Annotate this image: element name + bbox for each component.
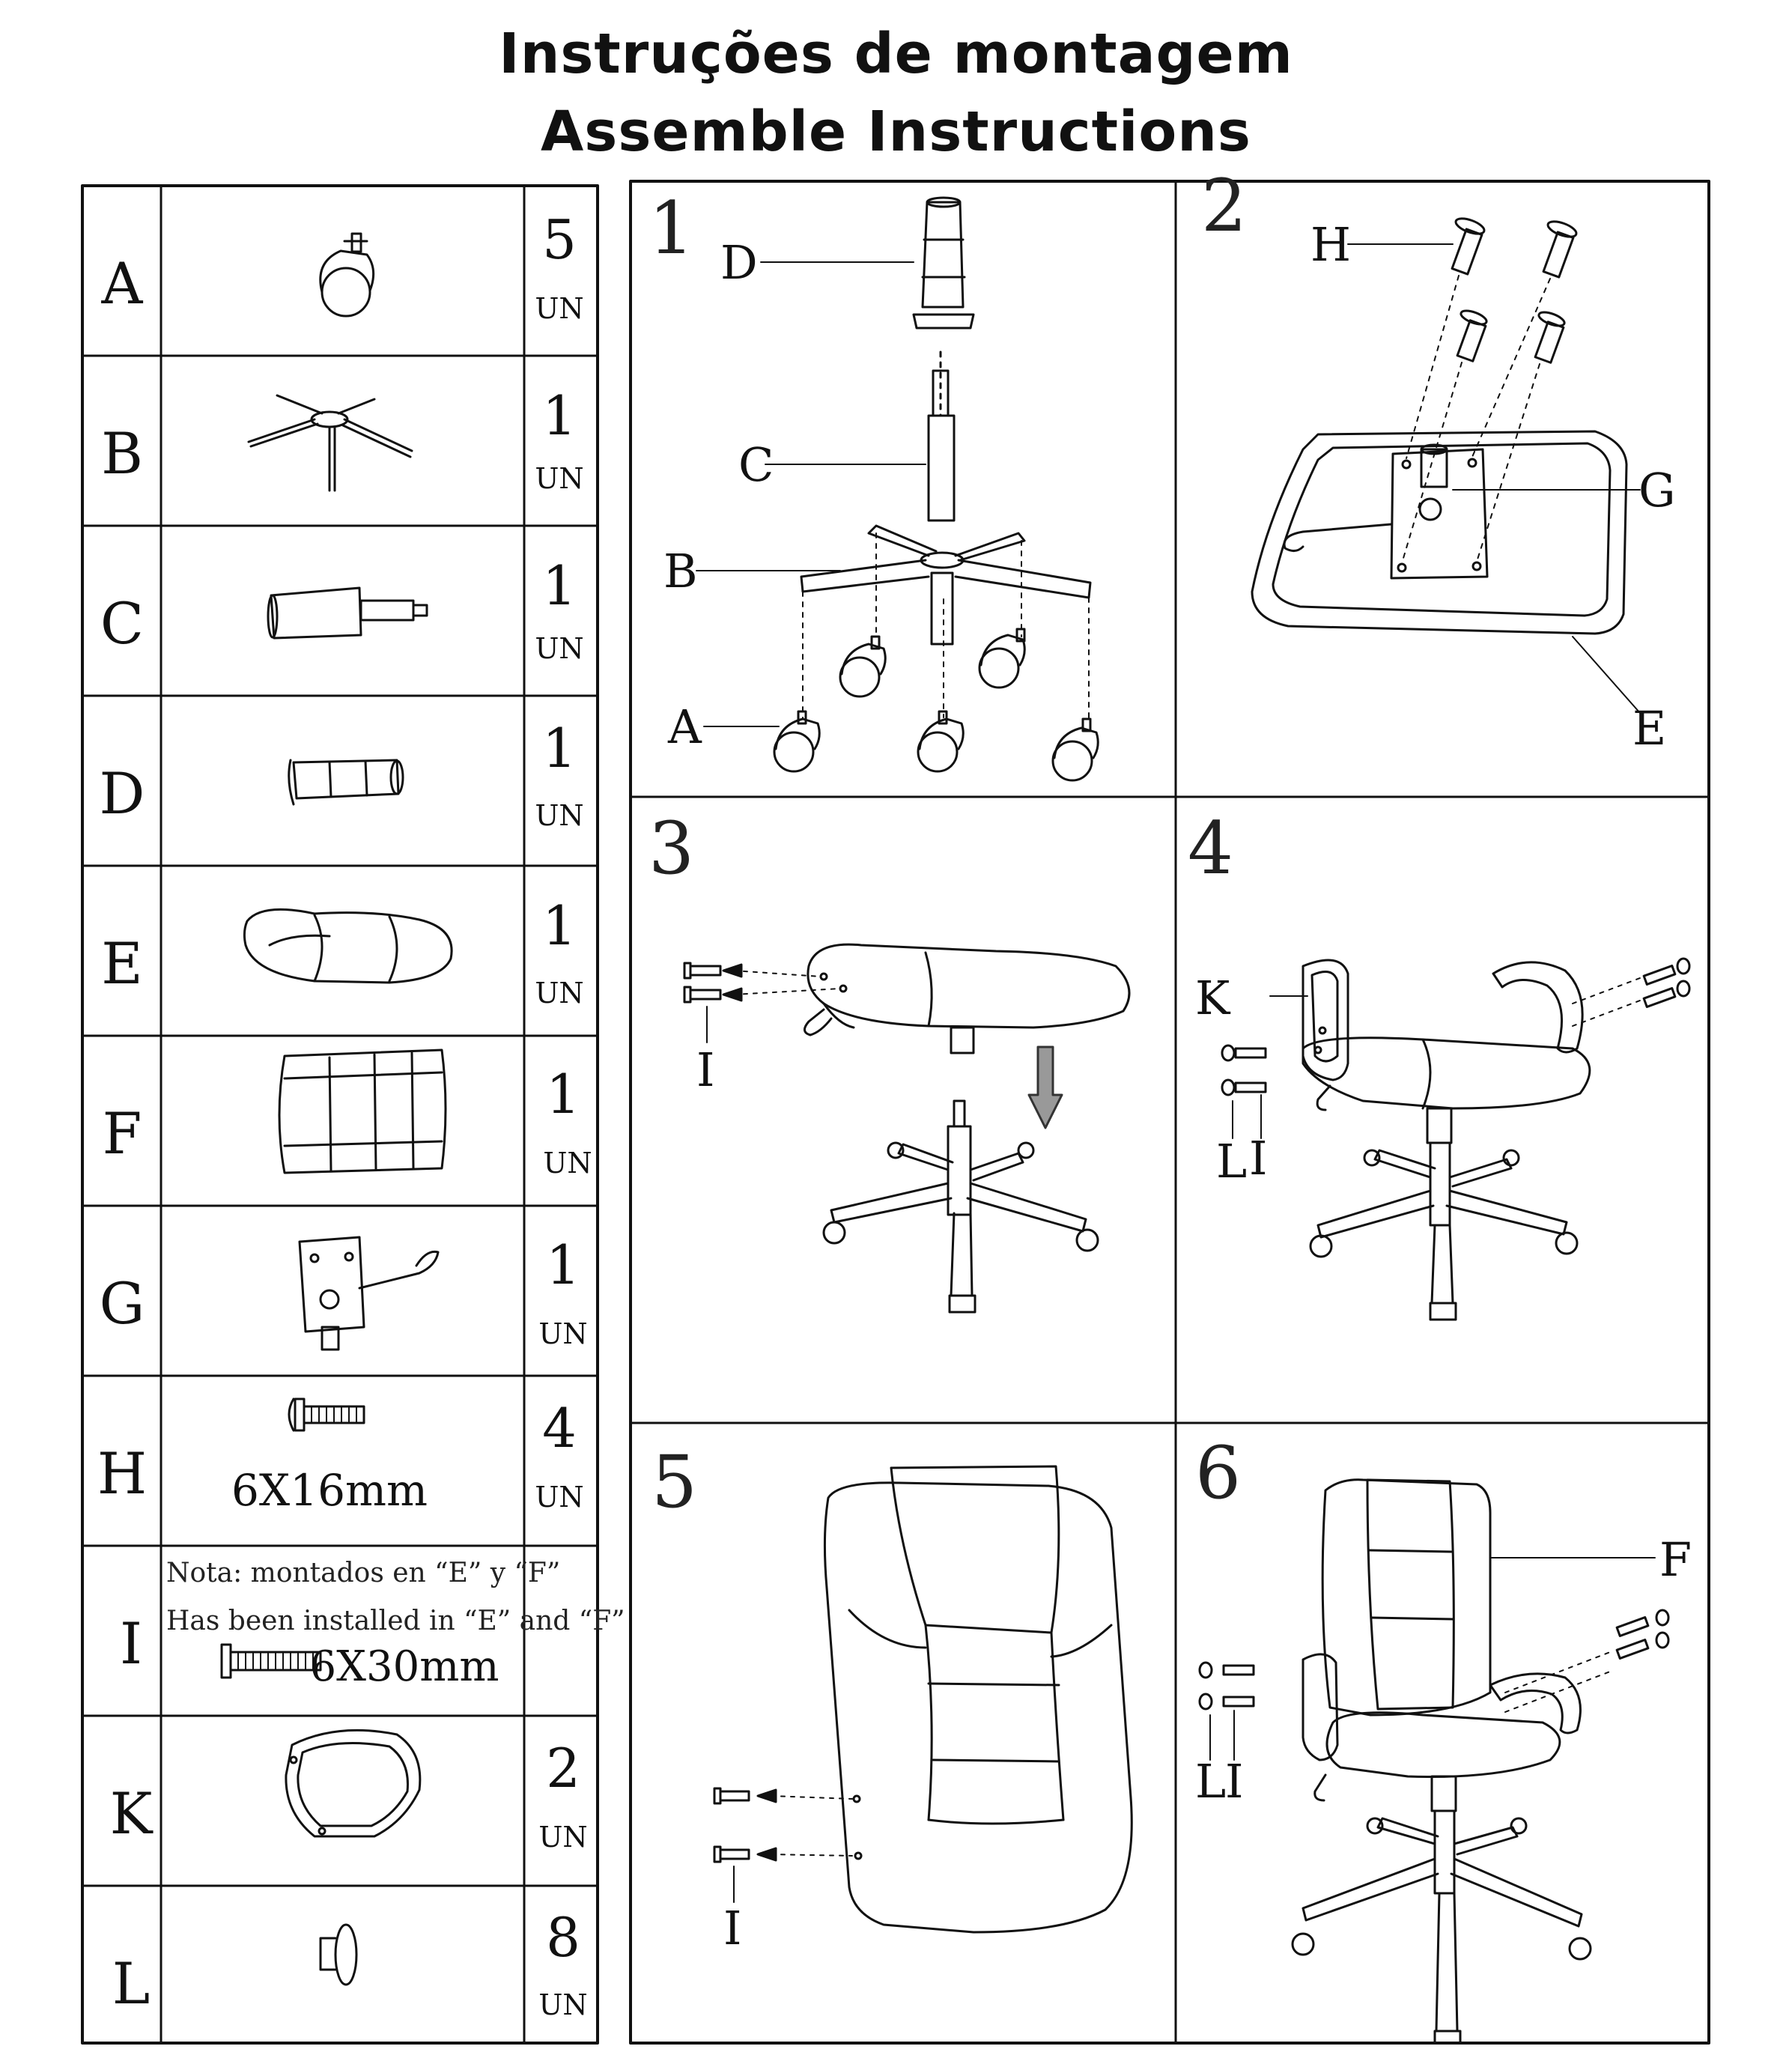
steps-grid (629, 180, 1710, 2045)
step-number: 4 (1188, 807, 1233, 890)
title-block: Instruções de montagem Assemble Instruct… (0, 15, 1792, 171)
part-letter: B (101, 420, 143, 487)
bolt-h-size: 6X16mm (231, 1465, 428, 1516)
part-count: 1 (542, 894, 577, 957)
parts-letters: A B C D E F G H I K L (97, 250, 154, 2017)
step-5-drawing (713, 1465, 1133, 1934)
callout-g: G (1638, 463, 1676, 517)
parts-table (81, 184, 599, 2045)
part-letter: D (100, 760, 145, 827)
callout-a: A (667, 699, 702, 754)
star-base-icon (247, 394, 413, 492)
step-number: 5 (652, 1440, 697, 1524)
part-unit: UN (535, 799, 583, 832)
callout-d: D (720, 235, 758, 290)
part-unit: UN (535, 462, 583, 495)
callout-e: E (1632, 701, 1666, 756)
callout-i: I (1225, 1754, 1244, 1809)
caster-wheel-icon (319, 232, 375, 318)
callout-f: F (1659, 1532, 1692, 1587)
callout-i: I (696, 1042, 715, 1097)
step-numbers: 1 2 3 4 5 6 (649, 164, 1247, 1524)
part-letter: F (103, 1100, 142, 1167)
part-unit: UN (535, 632, 583, 665)
part-count: 8 (546, 1906, 580, 1969)
bolt-i-note-en: Has been installed in “E” and “F” (166, 1606, 625, 1636)
part-count: 1 (546, 1233, 580, 1296)
part-letter: C (100, 590, 144, 657)
part-count: 1 (542, 554, 577, 617)
part-unit: UN (535, 292, 583, 325)
parts-counts: 5 UN 1 UN 1 UN 1 UN 1 UN 1 UN 1 UN 4 UN … (535, 208, 592, 2021)
part-letter: A (101, 250, 144, 317)
part-count: 1 (542, 717, 577, 780)
part-count: 5 (542, 208, 577, 271)
part-letter: I (120, 1610, 142, 1677)
part-letter: L (112, 1950, 150, 2017)
callout-i: I (1249, 1131, 1268, 1186)
telescopic-cover-icon (288, 759, 404, 806)
armrest-icon (285, 1728, 422, 1838)
callout-h: H (1310, 217, 1351, 272)
part-letter: H (97, 1440, 147, 1507)
step-1-drawing (696, 196, 1099, 782)
title-portuguese: Instruções de montagem (499, 22, 1293, 86)
callout-k: K (1195, 971, 1231, 1025)
step-number: 6 (1195, 1431, 1241, 1515)
washer-cap-icon (319, 1923, 358, 1986)
title-english: Assemble Instructions (541, 100, 1251, 164)
short-bolt-icon (288, 1397, 365, 1432)
part-letter: G (100, 1270, 145, 1337)
gas-lift-icon (267, 586, 428, 640)
callout-l: L (1195, 1754, 1226, 1809)
step-number: 2 (1201, 164, 1247, 248)
step-2-drawing (1251, 217, 1641, 714)
step-6-drawing (1198, 1478, 1670, 2045)
long-bolt-icon (220, 1643, 322, 1679)
part-unit: UN (535, 977, 583, 1010)
backrest-icon (278, 1048, 447, 1174)
part-count: 2 (546, 1737, 580, 1800)
part-unit: UN (538, 1317, 587, 1350)
part-unit: UN (538, 1821, 587, 1854)
part-unit: UN (543, 1147, 592, 1180)
bolt-i-size: 6X30mm (310, 1642, 499, 1691)
callout-l: L (1216, 1134, 1247, 1189)
callout-c: C (738, 437, 774, 492)
bolt-i-note-es: Nota: montados en “E” y “F” (166, 1558, 560, 1588)
parts-specs: 6X16mm Nota: montados en “E” y “F” Has b… (166, 1465, 625, 1691)
part-count: 1 (546, 1063, 580, 1126)
part-count: 4 (542, 1397, 577, 1460)
callout-b: B (663, 544, 698, 598)
seat-cushion-icon (243, 908, 453, 984)
part-unit: UN (535, 1481, 583, 1514)
step-3-drawing (683, 943, 1131, 1314)
step-number: 3 (649, 807, 694, 890)
part-count: 1 (542, 384, 577, 447)
tilt-mechanism-icon (298, 1236, 440, 1351)
step-4-drawing (1221, 957, 1691, 1321)
callout-i: I (723, 1901, 742, 1955)
part-letter: E (101, 930, 142, 997)
part-letter: K (110, 1780, 154, 1847)
part-unit: UN (538, 1988, 587, 2021)
step-number: 1 (649, 186, 694, 270)
step-callouts: D C B A H G E I K L I I F L I (663, 217, 1692, 1955)
